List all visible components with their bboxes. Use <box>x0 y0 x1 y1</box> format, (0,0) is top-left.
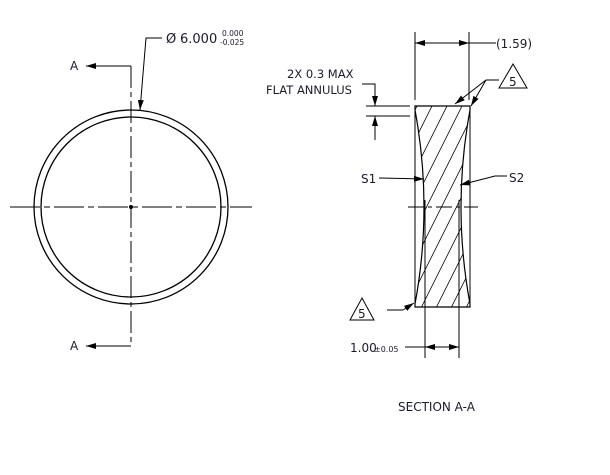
section-title: SECTION A-A <box>398 400 476 414</box>
thickness-ref: (1.59) <box>496 37 532 51</box>
section-label-top: A <box>70 59 79 73</box>
center-thickness-tol: ±0.05 <box>374 345 399 354</box>
center-thickness-value: 1.00 <box>350 341 377 355</box>
note-leader-top-b <box>470 79 487 107</box>
note-triangle-bottom <box>349 296 375 321</box>
diameter-upper-tol: 0.000 <box>222 29 244 38</box>
section-view: (1.59) 2X 0.3 MAX FLAT ANNULUS 5 5 S1 S2… <box>266 32 532 414</box>
note-leader-top-a <box>454 79 487 105</box>
note-ref-bottom: 5 <box>358 307 366 321</box>
flat-annulus-leader <box>362 83 378 106</box>
surface-1-leader <box>378 175 425 182</box>
surface-2-label: S2 <box>509 171 524 185</box>
note-ref-top: 5 <box>509 75 517 89</box>
surface-2-leader <box>459 175 507 186</box>
diameter-lower-tol: -0.025 <box>220 38 244 47</box>
diameter-symbol: Ø <box>166 32 176 47</box>
front-view: A A Ø 6.000 0.000 -0.025 <box>10 29 252 353</box>
section-hatch <box>415 106 470 307</box>
flat-annulus-line2: FLAT ANNULUS <box>266 83 352 97</box>
diameter-value: 6.000 <box>180 32 217 47</box>
note-leader-bottom-a <box>402 302 415 311</box>
note-triangle-top <box>498 63 528 89</box>
section-label-bottom: A <box>70 339 79 353</box>
surface-1-label: S1 <box>361 172 376 186</box>
flat-annulus-line1: 2X 0.3 MAX <box>287 67 354 81</box>
diameter-leader <box>137 37 162 111</box>
center-point <box>129 205 133 209</box>
